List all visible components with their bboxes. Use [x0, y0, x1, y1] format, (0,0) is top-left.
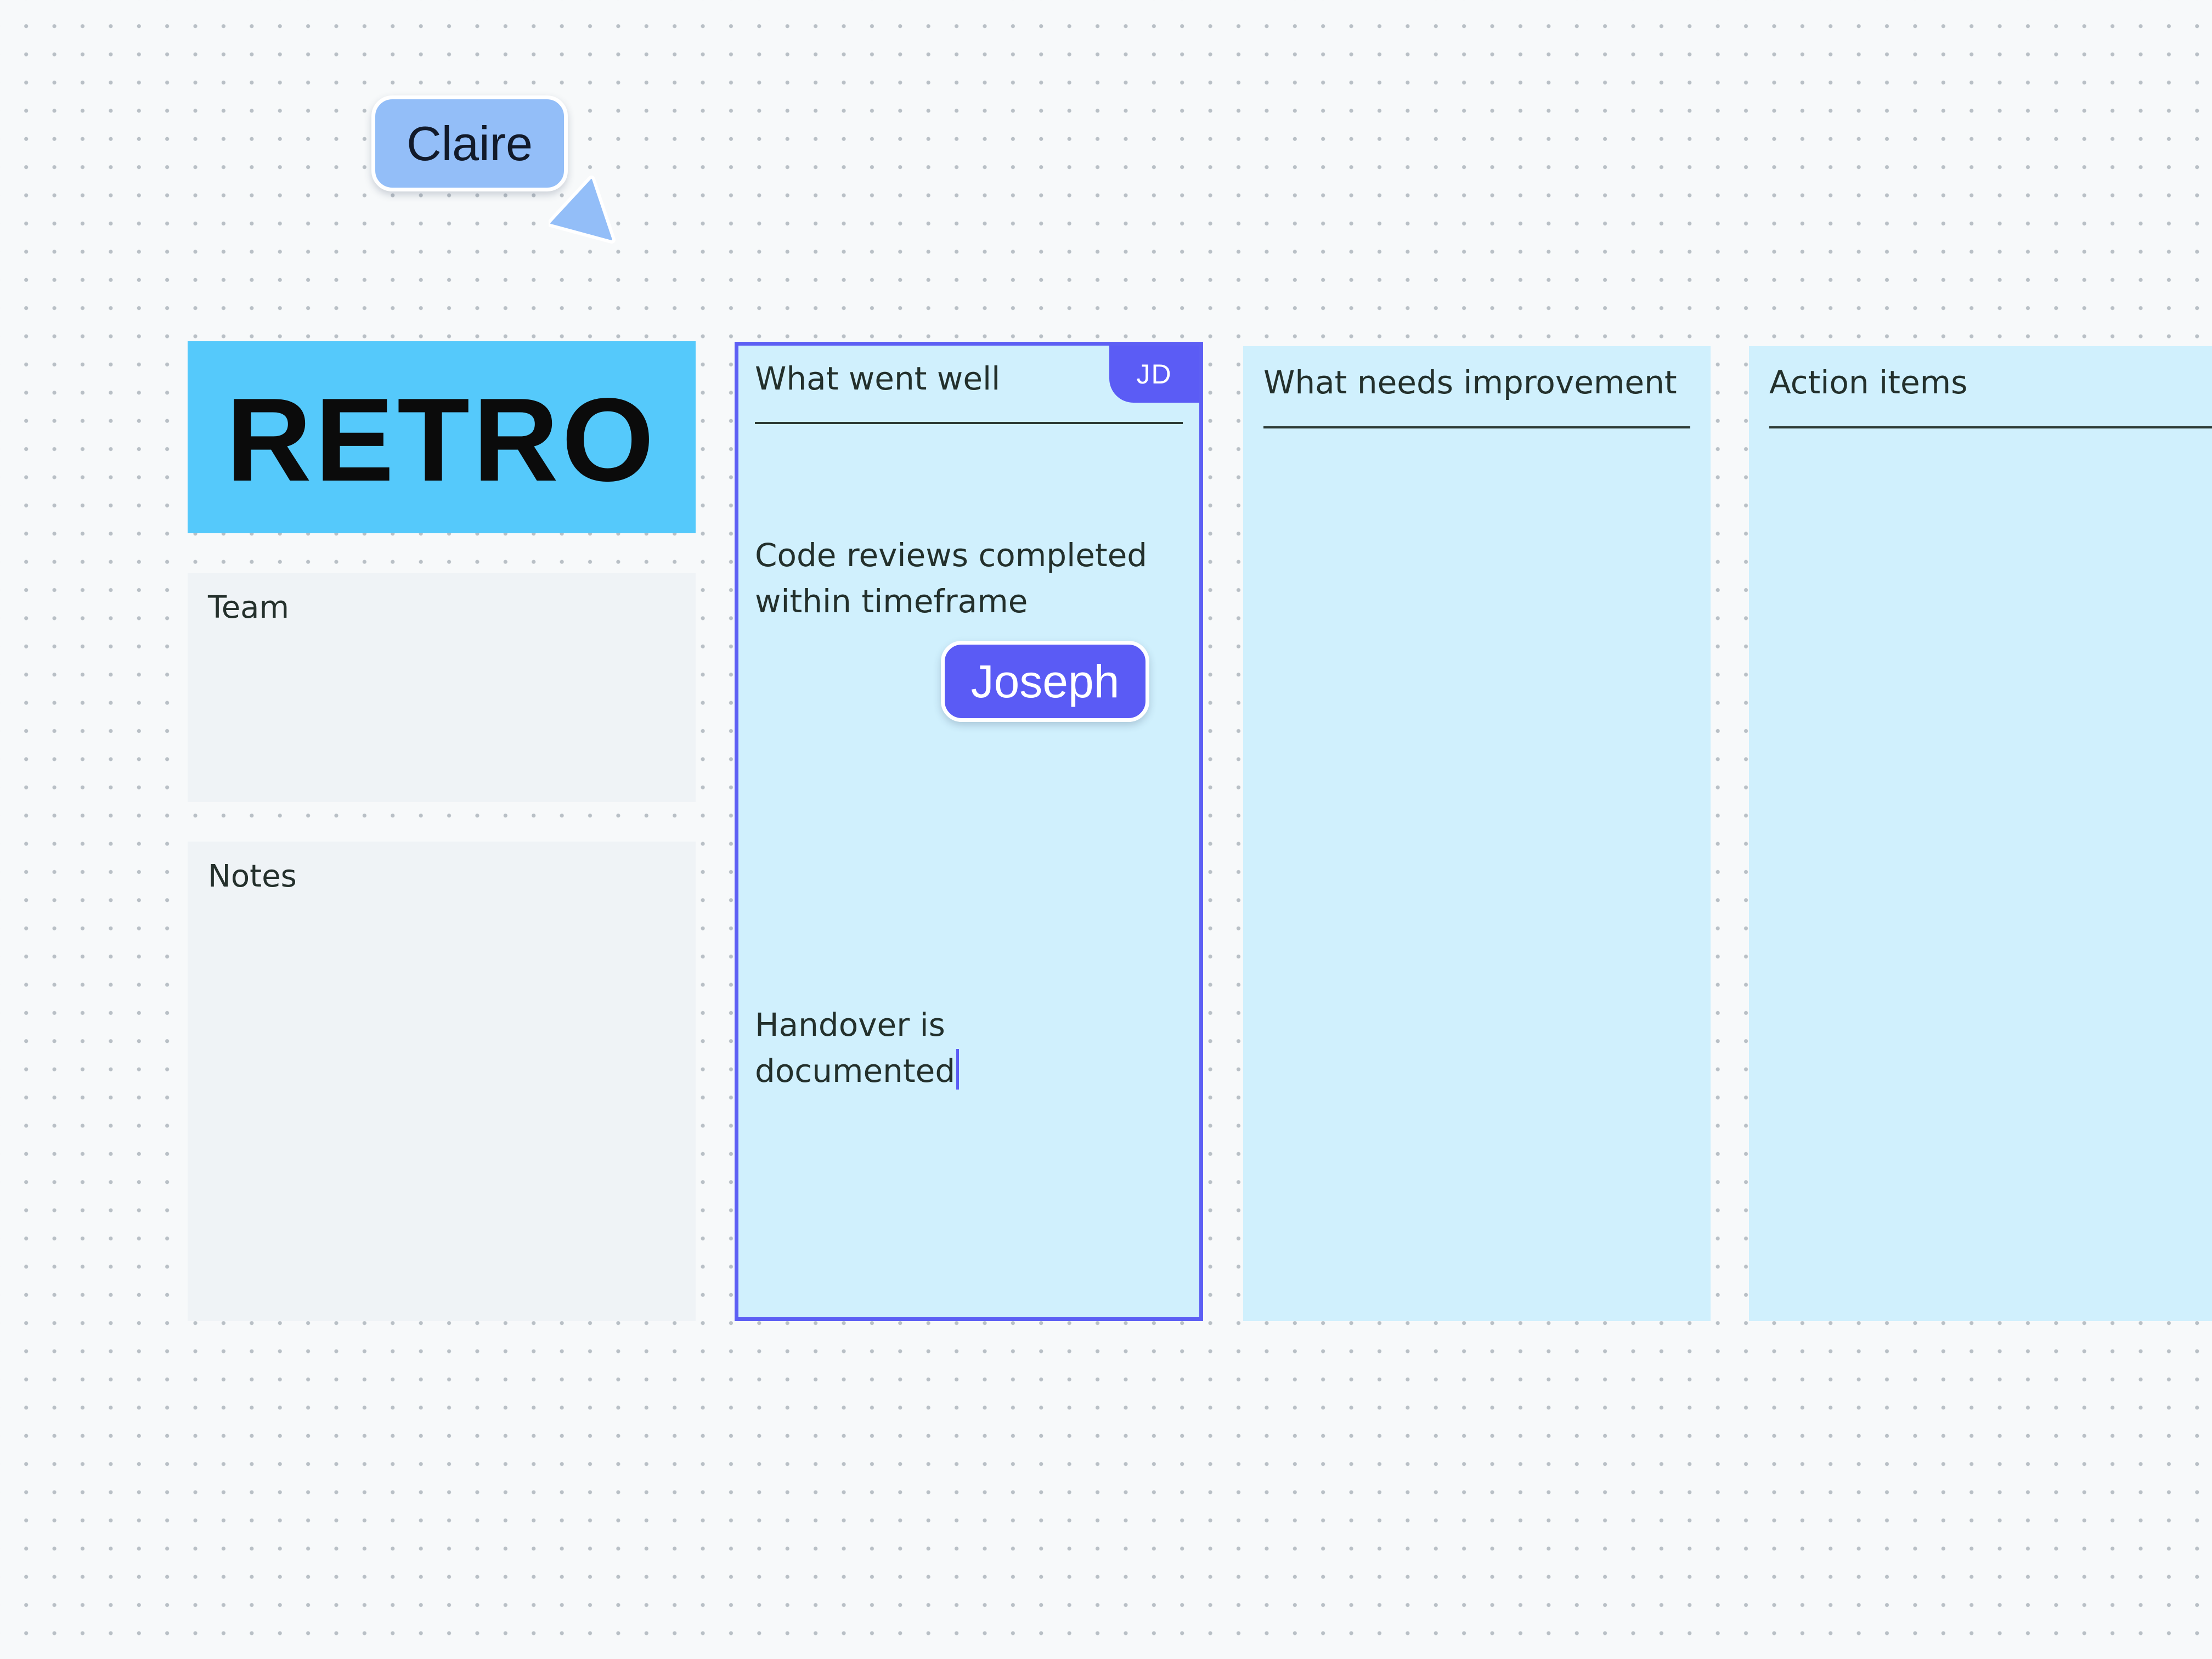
cursor-pointer-fill	[550, 179, 612, 240]
text-caret	[956, 1049, 960, 1090]
cursor-name: Claire	[407, 116, 533, 171]
note-line: within timeframe	[755, 583, 1028, 620]
column-divider	[1263, 426, 1690, 428]
note-line: Handover is	[755, 1006, 945, 1043]
retro-title-block[interactable]: RETRO	[188, 341, 696, 533]
column-what-needs-improvement[interactable]: What needs improvement	[1243, 346, 1711, 1321]
column-divider	[755, 422, 1183, 424]
cursor-name: Joseph	[970, 655, 1120, 707]
column-title: Action items	[1769, 364, 1968, 401]
team-label: Team	[208, 590, 290, 625]
note-handover[interactable]: Handover is documented	[755, 1002, 960, 1094]
cursor-label-claire: Claire	[371, 95, 568, 191]
user-badge-jd[interactable]: JD	[1109, 346, 1199, 403]
team-section[interactable]: Team	[188, 573, 696, 802]
column-divider	[1769, 426, 2212, 428]
column-title: What needs improvement	[1263, 364, 1677, 401]
note-code-reviews[interactable]: Code reviews completed within timeframe	[755, 532, 1147, 624]
note-line: documented	[755, 1052, 956, 1090]
column-what-went-well[interactable]: What went well JD Code reviews completed…	[735, 342, 1203, 1321]
cursor-label-joseph: Joseph	[941, 641, 1149, 722]
notes-label: Notes	[208, 859, 297, 894]
notes-section[interactable]: Notes	[188, 842, 696, 1321]
column-action-items[interactable]: Action items	[1749, 346, 2212, 1321]
column-title: What went well	[755, 360, 1001, 397]
board-title: RETRO	[226, 373, 657, 506]
cursor-pointer-icon	[549, 176, 616, 244]
note-line: Code reviews completed	[755, 537, 1148, 574]
